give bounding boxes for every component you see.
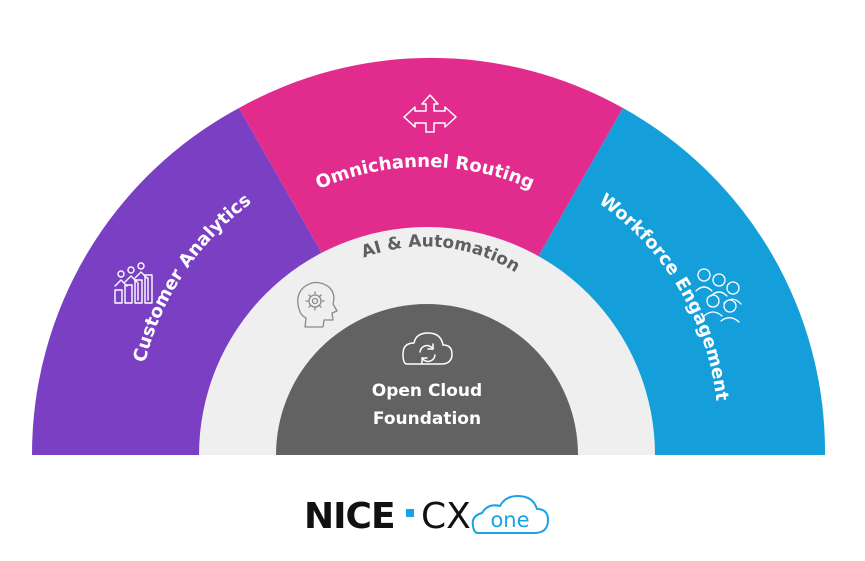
logo-cloud-icon: [471, 494, 550, 534]
routing-arrows-icon: [403, 94, 457, 133]
segment-omnichannel-routing: [239, 57, 623, 264]
logo-product-suffix: one: [490, 508, 529, 532]
gear-head-icon: [297, 281, 338, 328]
segment-workforce-engagement: [534, 108, 826, 455]
open-cloud-line1: Open Cloud: [372, 381, 482, 401]
segment-customer-analytics: [31, 108, 329, 455]
logo-product: CX: [421, 496, 471, 537]
foundation-line2: Foundation: [373, 409, 481, 429]
open-cloud-core: [276, 304, 578, 455]
cloud-sync-icon: [402, 332, 453, 365]
logo-separator-dot: [406, 509, 414, 517]
logo-brand: NICE: [304, 496, 395, 537]
people-group-icon: [695, 268, 742, 323]
nice-cxone-logo: NICE CX one: [304, 494, 550, 537]
analytics-icon: [114, 262, 153, 304]
